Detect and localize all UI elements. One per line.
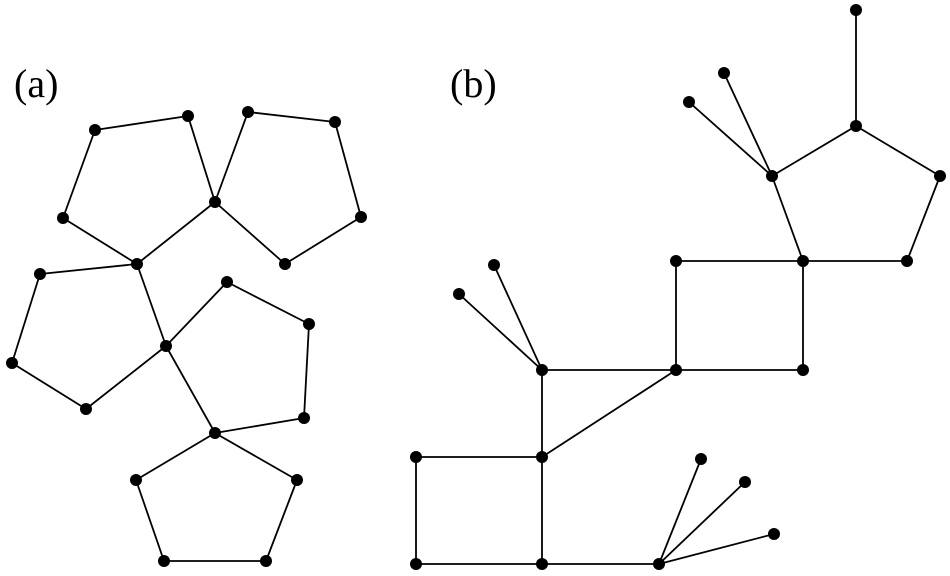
graph-a-node-0 <box>89 124 101 136</box>
graph-a-node-12 <box>6 357 18 369</box>
graph-b-node-1 <box>718 67 730 79</box>
panel-label-b: (b) <box>450 61 497 106</box>
graph-b-node-8 <box>670 255 682 267</box>
graph-a-node-18 <box>260 555 272 567</box>
graph-a-edge-4 <box>62 129 96 219</box>
graph-a-node-14 <box>303 318 315 330</box>
graph-b-edge-5 <box>906 175 941 262</box>
graph-b-node-3 <box>850 120 862 132</box>
graph-b-node-7 <box>797 255 809 267</box>
graph-b-edge-2 <box>688 101 773 177</box>
graph-a-edge-3 <box>62 217 138 265</box>
graph-a-node-2 <box>209 196 221 208</box>
graph-a-node-5 <box>242 106 254 118</box>
graph-a-node-6 <box>329 116 341 128</box>
graph-b-node-13 <box>453 288 465 300</box>
graph-a-edge-19 <box>165 345 216 434</box>
graph-b-node-14 <box>536 451 548 463</box>
graph-a-edge-16 <box>226 281 310 325</box>
graph-b-node-19 <box>695 453 707 465</box>
graph-a-edge-1 <box>187 115 216 203</box>
graph-a-edge-24 <box>135 432 216 481</box>
graph-a-node-9 <box>34 268 46 280</box>
graph-b-edge-12 <box>493 264 543 371</box>
graph-a-node-8 <box>279 258 291 270</box>
graph-a-edge-9 <box>214 201 286 265</box>
graph-a-node-17 <box>291 474 303 486</box>
graph-b-edge-22 <box>658 458 702 565</box>
graph-a-edge-6 <box>247 111 336 123</box>
graph-b-edge-7 <box>771 175 804 262</box>
graph-a-edge-10 <box>39 263 138 275</box>
graph-b-node-9 <box>797 364 809 376</box>
graph-a-edge-15 <box>165 281 228 347</box>
graph-a-edge-7 <box>334 121 362 218</box>
graph-a-edge-5 <box>214 111 249 203</box>
graph-a-node-3 <box>131 258 143 270</box>
graph-b-node-0 <box>850 4 862 16</box>
graph-b-node-16 <box>410 558 422 570</box>
graph-a-edge-12 <box>11 362 87 410</box>
graph-a-node-15 <box>298 412 310 424</box>
graph-b-edge-24 <box>658 533 775 565</box>
graph-b-node-11 <box>536 364 548 376</box>
graph-a-edge-17 <box>303 323 310 419</box>
graph-a-node-16 <box>209 427 221 439</box>
graph-a-edge-11 <box>11 273 41 364</box>
graph-a-node-4 <box>57 212 69 224</box>
graph-a-edge-8 <box>284 216 362 265</box>
graph-a-node-13 <box>221 276 233 288</box>
graph-b-node-6 <box>901 255 913 267</box>
graph-b-node-10 <box>670 364 682 376</box>
graph-b-edge-13 <box>458 293 543 371</box>
graph-b-edge-4 <box>855 125 941 177</box>
graph-b-node-17 <box>536 558 548 570</box>
graph-b-node-18 <box>653 558 665 570</box>
graph-b-node-15 <box>410 451 422 463</box>
graph-a-node-20 <box>130 474 142 486</box>
graph-a-node-7 <box>355 211 367 223</box>
graph-b-node-20 <box>739 476 751 488</box>
graph-a-node-19 <box>158 555 170 567</box>
graph-b-node-5 <box>934 170 946 182</box>
graph-a-edge-2 <box>136 201 216 265</box>
graph-b-node-2 <box>683 96 695 108</box>
graph-a-edge-23 <box>135 479 165 562</box>
graph-a-node-10 <box>160 340 172 352</box>
graph-a-node-1 <box>182 110 194 122</box>
panel-label-a: (a) <box>14 61 59 106</box>
graph-b-node-4 <box>766 170 778 182</box>
graph-a-edge-0 <box>94 115 189 131</box>
graph-b-node-12 <box>488 259 500 271</box>
graph-b-node-21 <box>768 528 780 540</box>
graph-a-edge-14 <box>136 263 167 347</box>
graph-a-edge-21 <box>265 479 298 562</box>
graph-b-edge-15 <box>541 369 677 458</box>
graph-a-edge-13 <box>85 345 167 410</box>
graph-b-edge-3 <box>771 125 857 177</box>
graph-a-edge-18 <box>214 417 305 434</box>
graph-b-edge-23 <box>658 481 746 565</box>
graph-a-edge-20 <box>214 432 298 481</box>
graph-a-node-11 <box>80 403 92 415</box>
graph-b-edge-1 <box>723 72 773 177</box>
